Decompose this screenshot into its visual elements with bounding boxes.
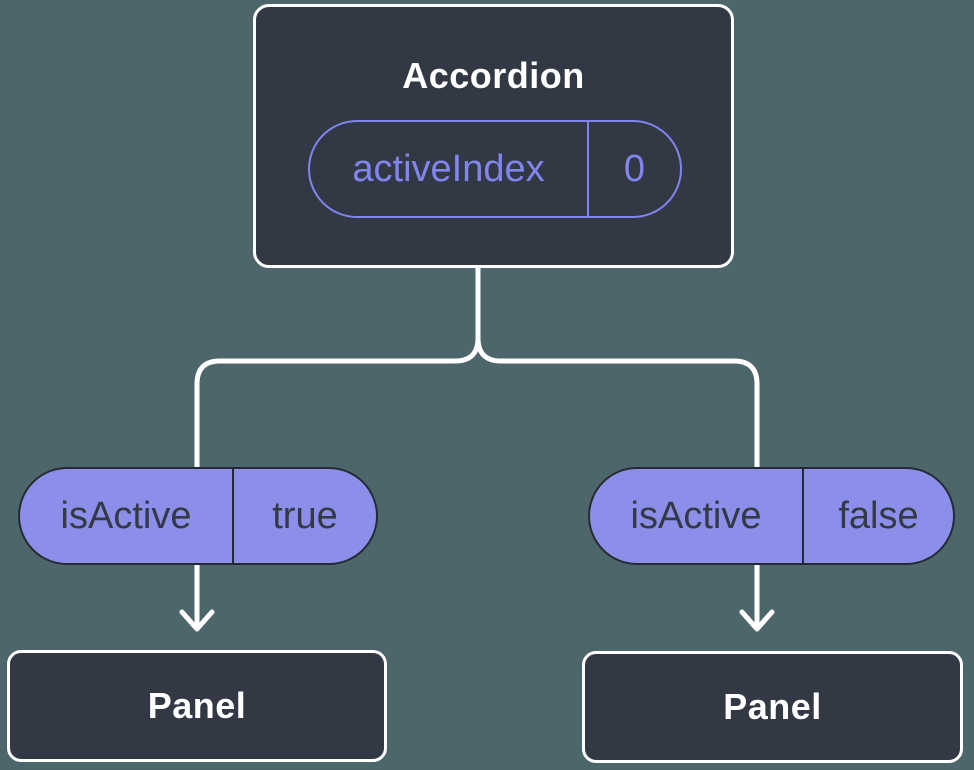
- pill-divider: [802, 469, 804, 563]
- pill-divider: [587, 122, 589, 216]
- prop-name-label: isActive: [60, 494, 192, 537]
- prop-value-label: 0: [623, 147, 646, 190]
- active-index-prop-pill: activeIndex 0: [308, 120, 682, 218]
- panel-node-title: Panel: [147, 685, 247, 726]
- panel-node-right: Panel: [582, 651, 963, 763]
- connector-branch-left: [194, 335, 481, 627]
- accordion-node-title: Accordion: [402, 55, 585, 96]
- connector-branch-right: [475, 335, 760, 627]
- pill-divider: [232, 469, 234, 563]
- panel-node-left: Panel: [7, 650, 387, 762]
- prop-name-label: activeIndex: [352, 147, 545, 190]
- panel-node-title: Panel: [723, 686, 822, 727]
- prop-value-label: false: [838, 494, 919, 537]
- arrow-down-left-icon: [179, 609, 215, 632]
- prop-value-label: true: [272, 494, 338, 537]
- accordion-node: Accordion activeIndex 0: [253, 4, 734, 268]
- arrow-down-right-icon: [739, 609, 775, 632]
- is-active-true-pill: isActive true: [18, 467, 378, 565]
- is-active-false-pill: isActive false: [588, 467, 955, 565]
- prop-name-label: isActive: [630, 494, 762, 537]
